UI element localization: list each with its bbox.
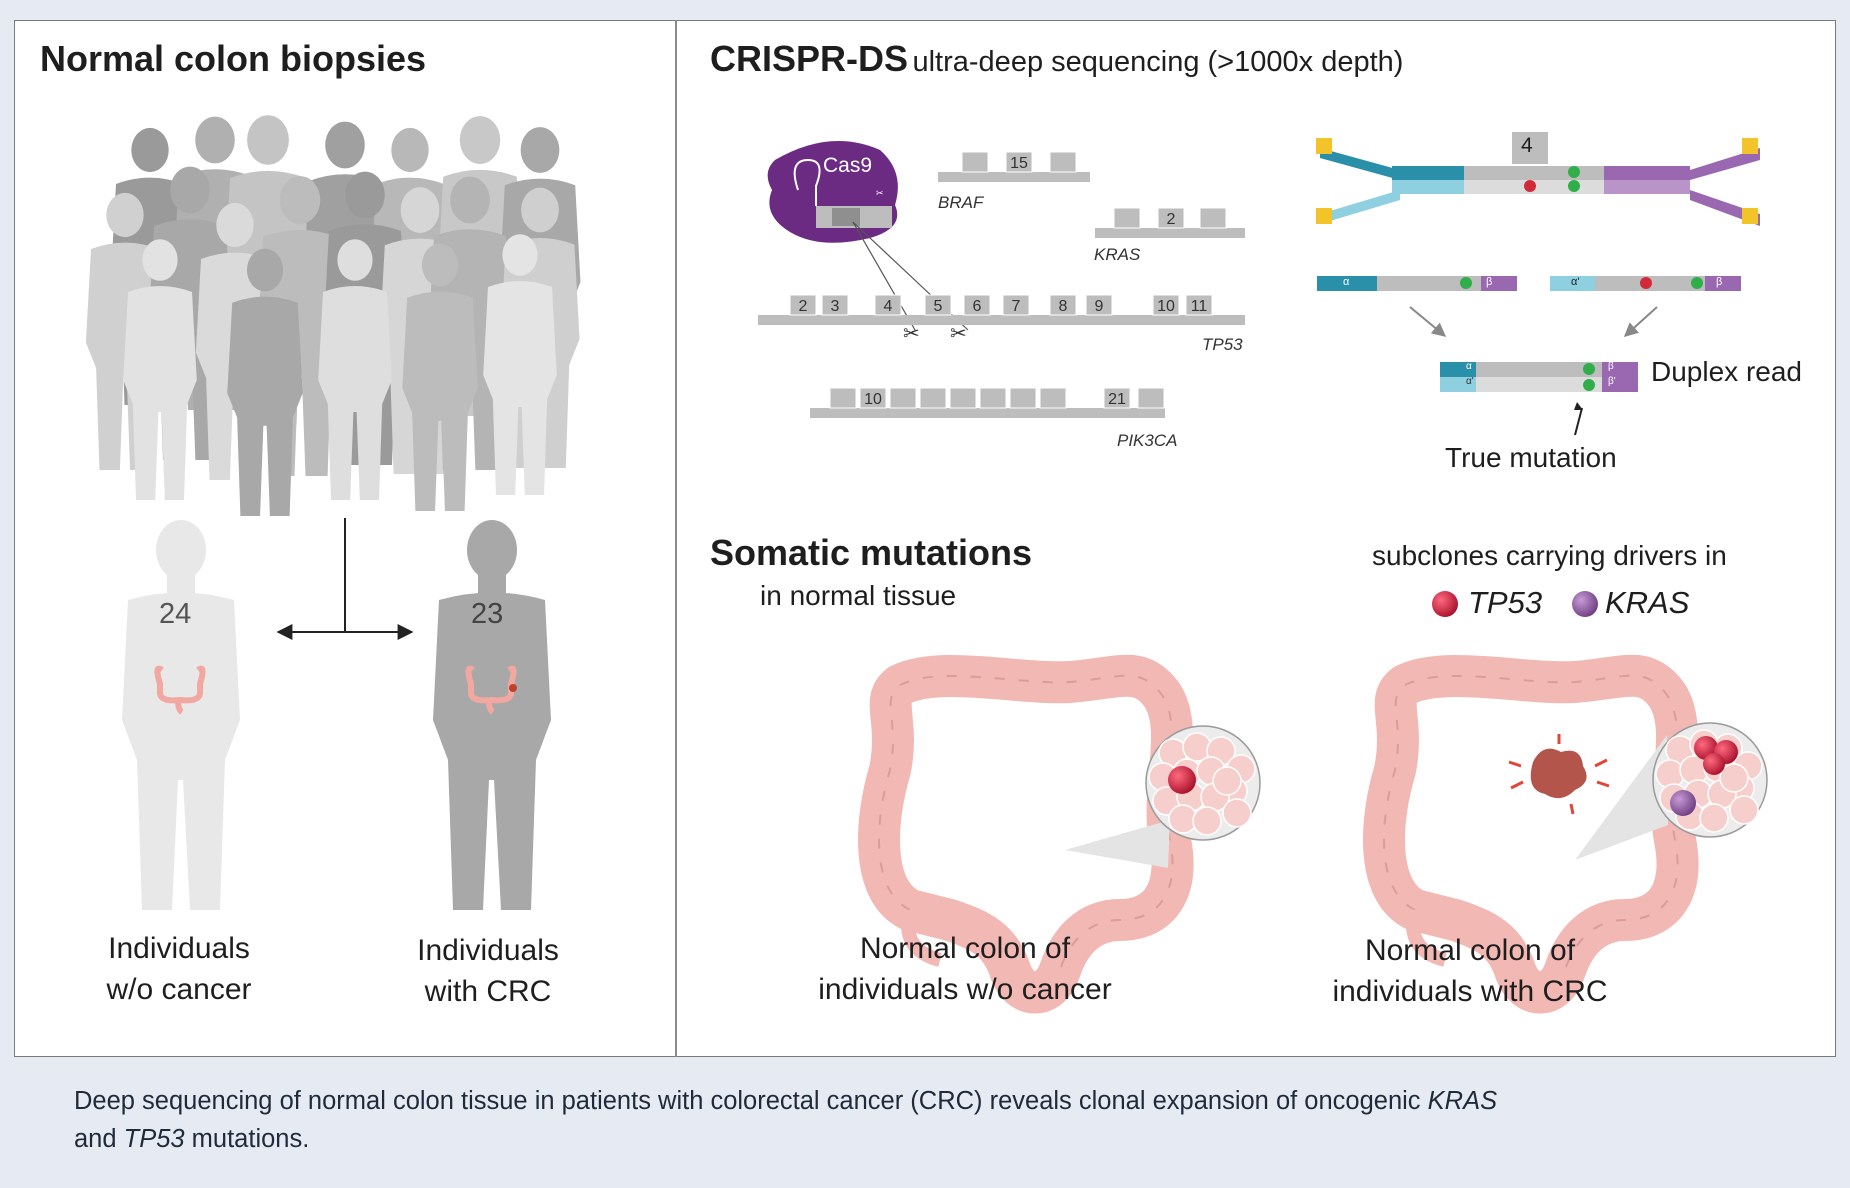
alpha-prime-label: α' xyxy=(1571,276,1580,288)
legend-tp53-dot xyxy=(1432,591,1458,617)
crowd-person xyxy=(318,239,392,500)
legend-tp53-label: TP53 xyxy=(1468,585,1543,620)
tissue-cell xyxy=(1212,766,1242,796)
colon-with-crc xyxy=(1363,654,1699,1014)
person-with-crc xyxy=(433,520,551,910)
duplex-beta-label: β xyxy=(1608,361,1614,372)
label-no-cancer: Individuals w/o cancer xyxy=(106,932,252,1006)
comparison-arrow xyxy=(276,518,414,640)
zoom-cone-2 xyxy=(1575,735,1668,860)
gene-label-kras: KRAS xyxy=(1094,245,1141,264)
right-panel-title: CRISPR-DS ultra-deep sequencing (>1000x … xyxy=(710,38,1404,79)
alpha-label: α xyxy=(1343,276,1350,288)
beta-label: β xyxy=(1486,276,1493,288)
tissue-cell xyxy=(1719,763,1749,793)
subclones-label: subclones carrying drivers in xyxy=(1372,540,1727,571)
label-crc: Individuals with CRC xyxy=(417,934,559,1008)
zoom-cone-1 xyxy=(1065,820,1170,868)
legend-kras-dot xyxy=(1572,591,1598,617)
gene-track-pik3ca: 10 21 xyxy=(810,387,1165,418)
duplex-alpha-label: α xyxy=(1466,361,1472,372)
exon-label: 10 xyxy=(1157,298,1175,315)
zoom-circle-2 xyxy=(1652,722,1768,838)
cas9-enzyme: ✂ xyxy=(767,141,898,243)
exon-label: 4 xyxy=(884,298,893,315)
cas9-label: Cas9 xyxy=(823,154,873,177)
beta-read-label: β xyxy=(1716,276,1723,288)
tissue-cell xyxy=(1182,732,1212,762)
panel-divider xyxy=(675,20,677,1057)
tissue-cell xyxy=(1222,798,1252,828)
exon-label: 7 xyxy=(1012,298,1021,315)
count-crc: 23 xyxy=(471,598,504,630)
duplex-beta-prime-label: β' xyxy=(1608,376,1616,387)
exon-label: 21 xyxy=(1108,391,1126,408)
colon-no-cancer-label: Normal colon of individuals w/o cancer xyxy=(818,932,1112,1006)
crowd-person xyxy=(123,239,197,500)
tissue-cell xyxy=(1655,759,1685,789)
person-no-cancer xyxy=(122,520,240,910)
legend-kras-label: KRAS xyxy=(1605,585,1690,620)
figure-caption: Deep sequencing of normal colon tissue i… xyxy=(74,1087,1498,1153)
colon-crc-label: Normal colon of individuals with CRC xyxy=(1332,934,1608,1008)
exon-label: 8 xyxy=(1059,298,1068,315)
exon-label: 3 xyxy=(831,298,840,315)
gene-label-tp53: TP53 xyxy=(1202,335,1243,354)
gene-label-pik3ca: PIK3CA xyxy=(1117,431,1177,450)
duplex-alpha-prime-label: α' xyxy=(1466,376,1474,387)
left-panel-title: Normal colon biopsies xyxy=(40,38,427,79)
tissue-cell xyxy=(1729,795,1759,825)
crowd-person xyxy=(402,243,478,511)
exon-label: 6 xyxy=(973,298,982,315)
exon-label: 10 xyxy=(864,391,882,408)
exon-label: 9 xyxy=(1095,298,1104,315)
somatic-title: Somatic mutations xyxy=(710,532,1033,573)
tissue-cell xyxy=(1192,806,1222,836)
tissue-cell xyxy=(1699,803,1729,833)
crowd-person xyxy=(227,248,303,516)
duplex-read-label: Duplex read xyxy=(1651,356,1802,387)
gene-track-braf: 15 xyxy=(938,151,1090,182)
exon-label: 15 xyxy=(1010,155,1028,172)
count-no-cancer: 24 xyxy=(159,598,192,630)
exon-label: 2 xyxy=(1167,211,1176,228)
true-mutation-label: True mutation xyxy=(1445,442,1617,473)
scissors-icon: ✂ xyxy=(950,323,967,345)
exon-label: 11 xyxy=(1191,298,1208,315)
zoom-circle-1 xyxy=(1145,725,1261,841)
somatic-subtitle: in normal tissue xyxy=(760,580,957,611)
family-size-label: 4 xyxy=(1521,134,1533,157)
duplex-diagram xyxy=(1316,132,1760,436)
colon-no-cancer xyxy=(858,654,1194,1014)
svg-text:✂: ✂ xyxy=(876,188,884,198)
crowd-silhouettes xyxy=(85,115,581,516)
exon-label: 5 xyxy=(934,298,943,315)
scissors-icon: ✂ xyxy=(903,323,920,345)
exon-label: 2 xyxy=(799,298,808,315)
gene-track-tp53: 2 3 4 5 6 7 8 9 10 11 xyxy=(758,294,1245,325)
gene-track-kras: 2 xyxy=(1095,207,1245,238)
crowd-person xyxy=(483,234,557,495)
gene-label-braf: BRAF xyxy=(938,193,985,212)
